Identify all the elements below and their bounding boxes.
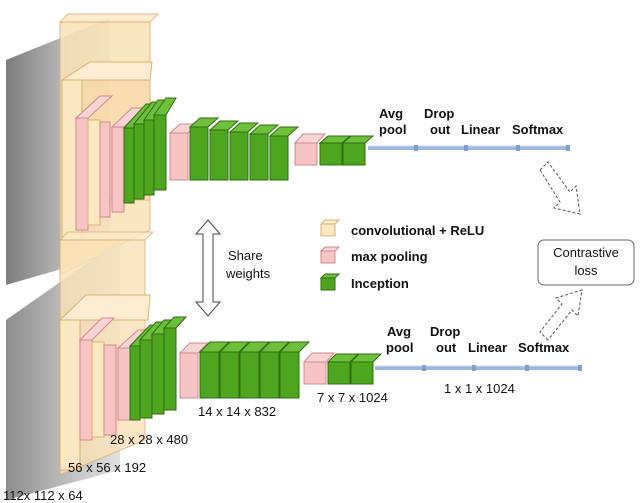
- top-pool-3: [111, 126, 125, 213]
- bottom-branch: Avg pool Drop out Linear Softmax: [6, 231, 582, 500]
- share-label: Share: [228, 248, 263, 263]
- legend: convolutional + ReLU max pooling Incepti…: [319, 219, 484, 291]
- legend-label-inception: Inception: [351, 276, 409, 291]
- bottom-inception-group-3: [326, 353, 383, 385]
- bottom-pool-3: [117, 347, 131, 421]
- top-pool-1: [75, 117, 89, 231]
- top-pool-4: [169, 132, 189, 181]
- top-inception-group-2: [188, 117, 300, 181]
- legend-item-inception: Inception: [319, 273, 409, 291]
- top-drop-label: Drop: [424, 106, 454, 121]
- top-to-loss-arrow: [539, 161, 581, 215]
- contrastive-loss-box: Contrastive loss: [537, 239, 635, 286]
- top-branch: Avg pool Drop out Linear Softmax: [6, 13, 570, 285]
- weights-label: weights: [225, 266, 271, 281]
- legend-item-conv: convolutional + ReLU: [319, 219, 484, 238]
- bottom-inception-group-1: [128, 316, 188, 421]
- top-conv-3: [87, 119, 101, 226]
- bottom-conv-3: [91, 341, 105, 438]
- top-pool-5: [294, 142, 318, 166]
- bottom-pool-5: [303, 361, 327, 385]
- top-out-label: out: [430, 122, 451, 137]
- bottom-pool-4: [179, 352, 199, 399]
- dim-112: 112x 112 x 64: [3, 488, 83, 503]
- dim-56: 56 x 56 x 192: [68, 460, 146, 475]
- dim-1: 1 x 1 x 1024: [444, 381, 515, 396]
- loss-label: loss: [574, 263, 598, 278]
- bottom-pool-label: pool: [386, 340, 413, 355]
- bottom-softmax-label: Softmax: [518, 340, 570, 355]
- bottom-pool-2: [103, 344, 117, 436]
- top-softmax-label: Softmax: [512, 122, 564, 137]
- bottom-fc-line: [375, 365, 582, 371]
- top-linear-label: Linear: [461, 122, 500, 137]
- top-inception-group-3: [318, 135, 375, 166]
- contrastive-label: Contrastive: [553, 245, 619, 260]
- top-avg-label: Avg: [379, 106, 403, 121]
- dim-14: 14 x 14 x 832: [198, 404, 276, 419]
- top-inception-group-1: [122, 97, 177, 204]
- dim-28: 28 x 28 x 480: [110, 432, 188, 447]
- dim-7: 7 x 7 x 1024: [317, 390, 388, 405]
- legend-label-conv: convolutional + ReLU: [351, 223, 484, 238]
- top-fc-line: [368, 145, 570, 151]
- bottom-out-label: out: [436, 340, 457, 355]
- top-pool-label: pool: [379, 122, 406, 137]
- legend-item-pool: max pooling: [319, 246, 428, 264]
- bottom-linear-label: Linear: [468, 340, 507, 355]
- top-pool-2: [99, 121, 111, 218]
- bottom-drop-label: Drop: [430, 324, 460, 339]
- bottom-avg-label: Avg: [387, 324, 411, 339]
- bottom-inception-group-2: [198, 341, 311, 399]
- share-weights-arrow: [194, 219, 222, 317]
- bottom-conv-block-2: [59, 319, 81, 471]
- bottom-to-loss-arrow: [539, 289, 583, 341]
- bottom-pool-1: [79, 339, 93, 441]
- legend-label-pool: max pooling: [351, 249, 428, 264]
